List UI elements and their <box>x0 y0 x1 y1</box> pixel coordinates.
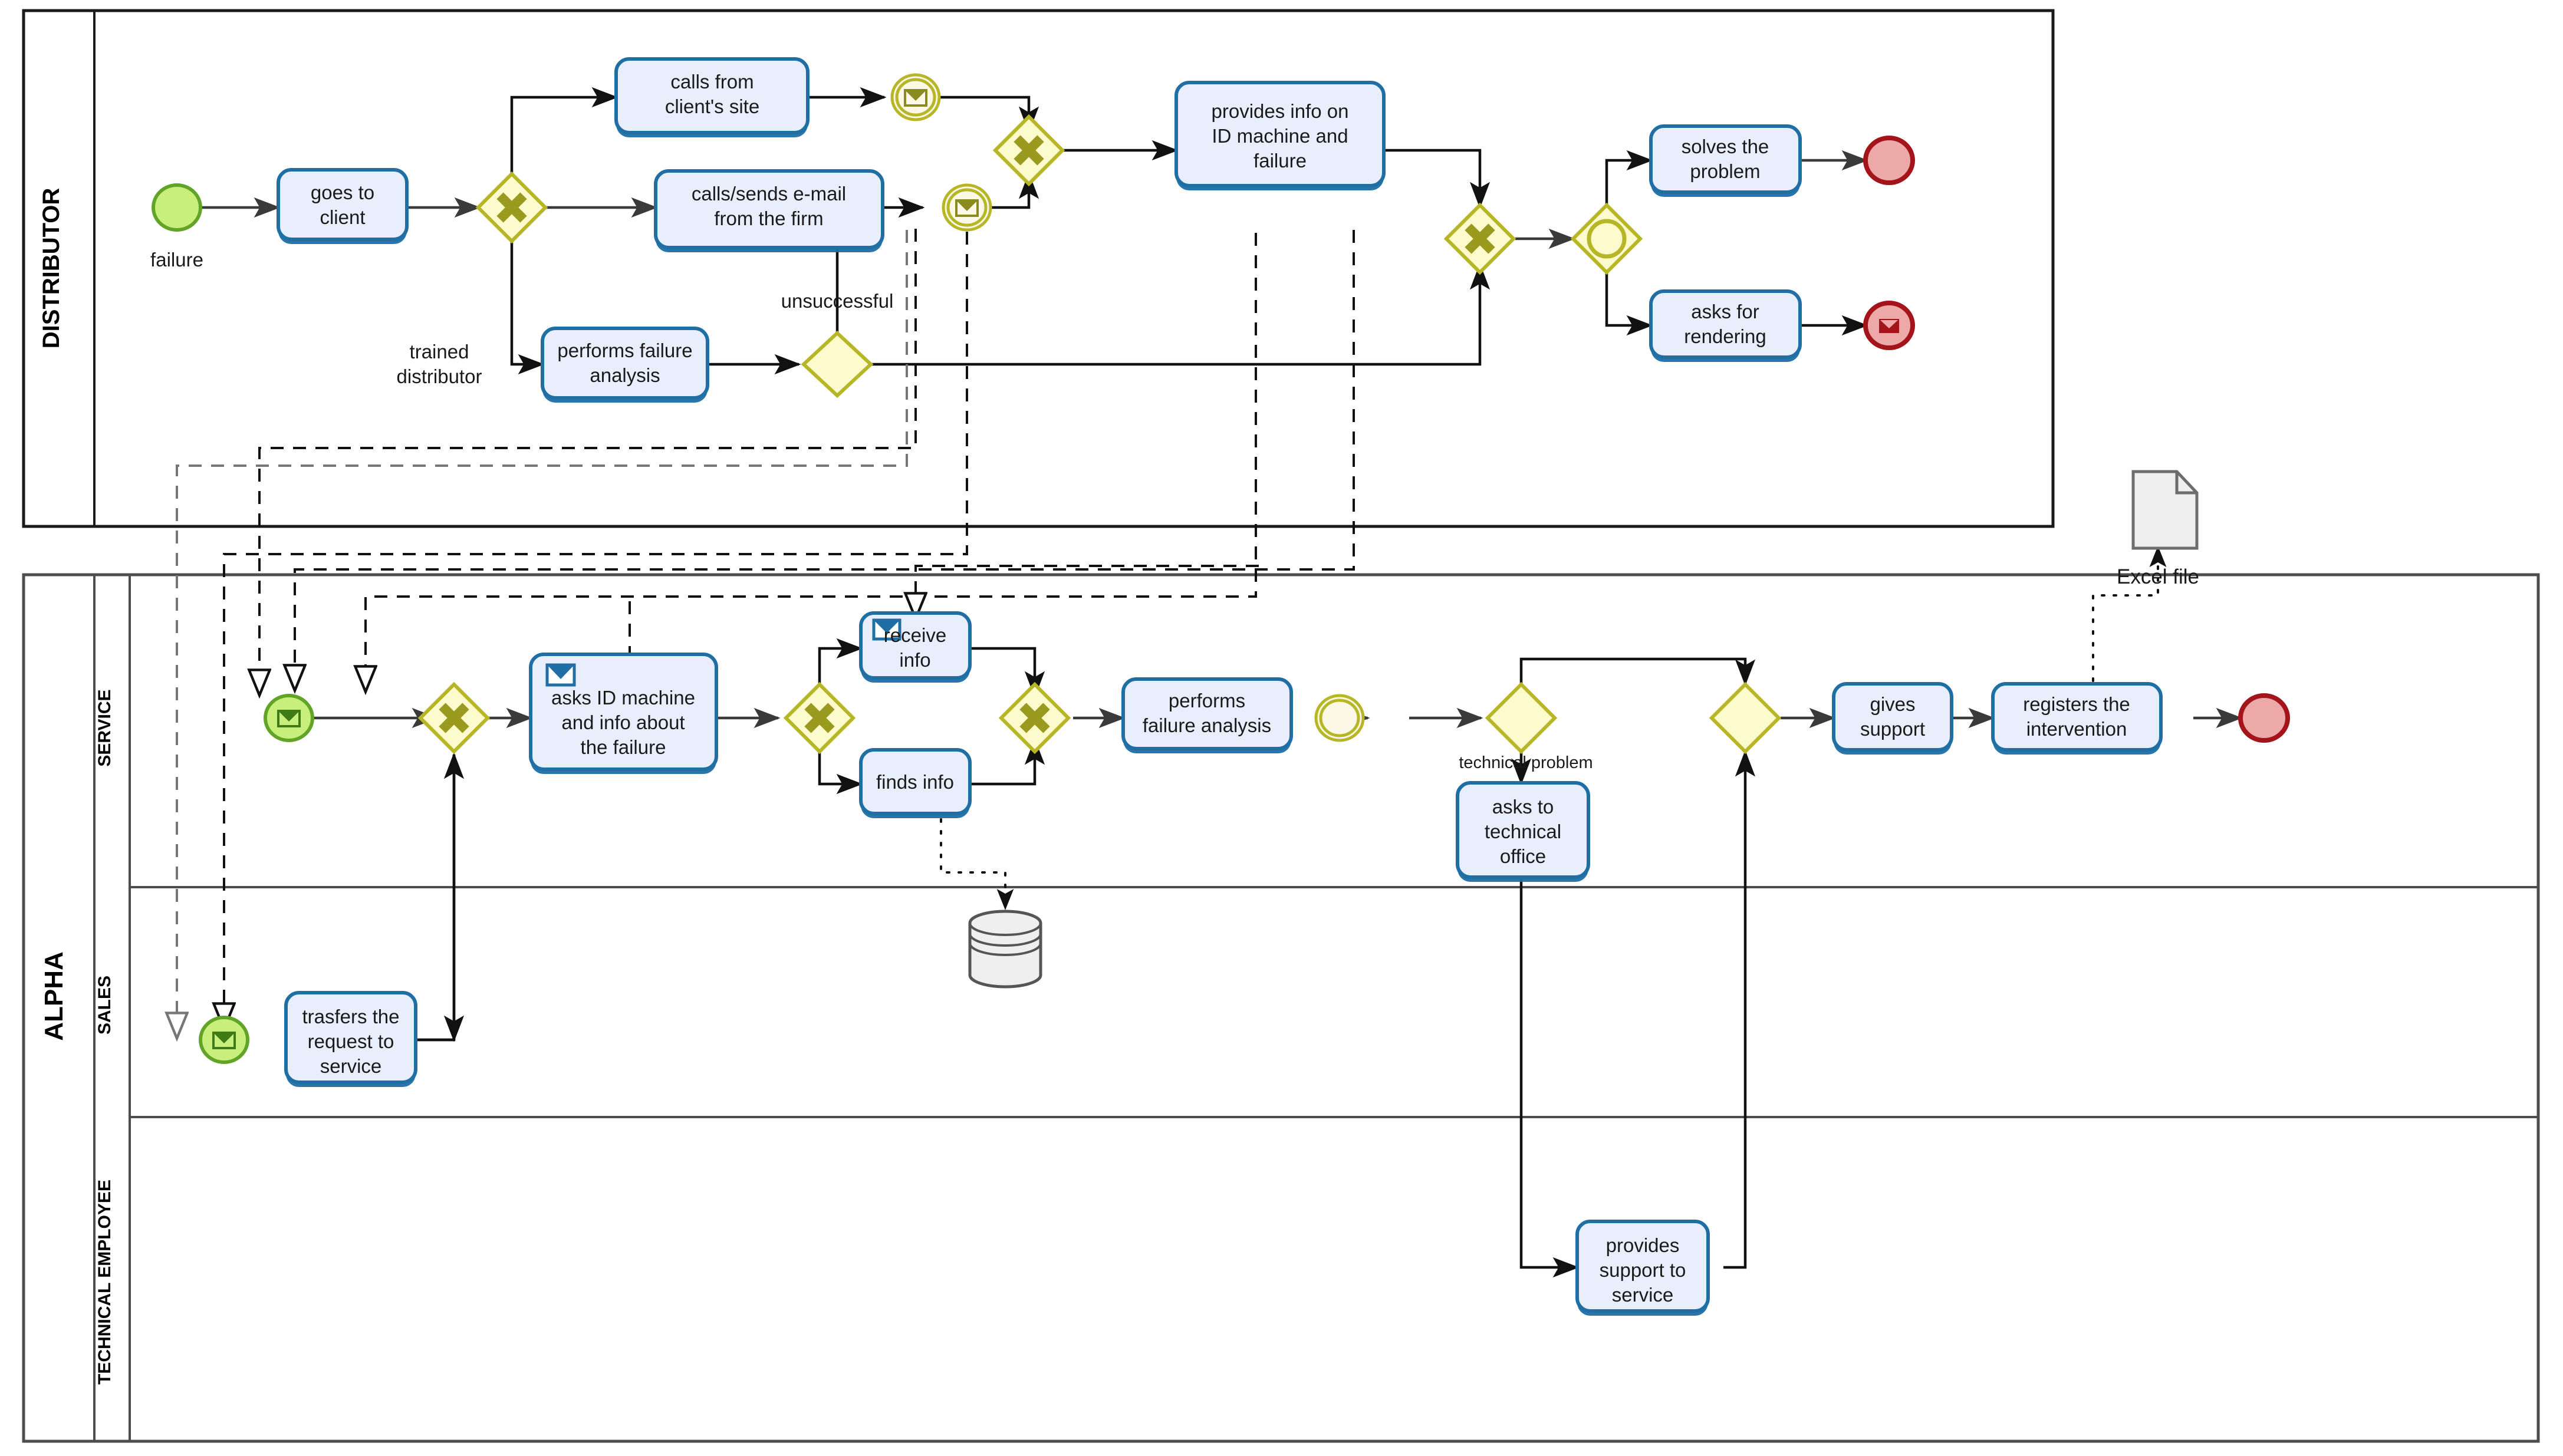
gateway-technical-problem-split[interactable] <box>1485 681 1558 755</box>
svg-text:ID machine and: ID machine and <box>1212 125 1348 147</box>
svg-text:performs failure: performs failure <box>557 340 692 361</box>
svg-text:the failure: the failure <box>581 736 666 758</box>
start-message-event-sales[interactable] <box>199 1016 249 1064</box>
task-label: goes to <box>311 182 374 203</box>
svg-text:intervention: intervention <box>2026 718 2127 740</box>
svg-text:distributor: distributor <box>397 365 482 387</box>
pool-distributor: DISTRIBUTOR <box>22 9 2055 528</box>
pool-label-distributor: DISTRIBUTOR <box>38 188 64 349</box>
envelope-icon <box>872 618 902 641</box>
edge-label-trained-distributor: trained <box>410 341 469 363</box>
end-event-service[interactable] <box>2238 693 2290 743</box>
edge-label-technical-problem: technical problem <box>1459 753 1593 772</box>
task-provides-support-to-service[interactable]: provides support to service <box>1575 1220 1710 1316</box>
svg-text:asks ID machine: asks ID machine <box>551 687 695 709</box>
svg-text:analysis: analysis <box>590 364 660 386</box>
task-finds-info[interactable]: finds info <box>859 748 972 818</box>
svg-text:failure analysis: failure analysis <box>1143 714 1271 736</box>
message-flows <box>177 229 1355 1037</box>
svg-text:info: info <box>899 649 930 671</box>
task-trasfers-the-request-to-service[interactable]: trasfers the request to service <box>284 991 417 1087</box>
gateway-split-receive-or-find-info[interactable] <box>783 681 856 755</box>
envelope-icon <box>545 663 576 687</box>
lane-label-sales: SALES <box>95 976 114 1035</box>
associations <box>940 546 2167 910</box>
task-registers-the-intervention[interactable]: registers the intervention <box>1991 682 2163 755</box>
task-asks-for-rendering[interactable]: asks for rendering <box>1649 289 1802 362</box>
svg-text:trasfers the: trasfers the <box>302 1006 399 1027</box>
start-event-failure[interactable]: failure <box>150 183 203 271</box>
svg-text:provides: provides <box>1606 1234 1680 1256</box>
task-asks-id-machine-and-info-about-the-failure[interactable]: asks ID machine and info about the failu… <box>529 653 718 774</box>
svg-text:office: office <box>1500 845 1546 867</box>
svg-text:asks for: asks for <box>1691 301 1759 322</box>
svg-text:request to: request to <box>308 1030 394 1052</box>
svg-text:service: service <box>320 1055 382 1077</box>
start-event-label: failure <box>150 249 203 271</box>
end-event-problem-solved[interactable] <box>1863 136 1915 185</box>
svg-text:calls/sends e-mail: calls/sends e-mail <box>692 183 846 205</box>
gateway-join-distributor[interactable] <box>992 114 1065 187</box>
svg-text:provides info on: provides info on <box>1212 100 1349 122</box>
task-performs-failure-analysis-distributor[interactable]: performs failure analysis <box>541 327 709 403</box>
svg-text:support to: support to <box>1600 1259 1686 1281</box>
svg-text:technical: technical <box>1485 821 1561 842</box>
svg-text:and info about: and info about <box>561 711 685 733</box>
gateway-join-receive-or-find-info[interactable] <box>998 681 1071 755</box>
lane-label-technical-employee: TECHNICAL EMPLOYEE <box>95 1180 114 1385</box>
task-goes-to-client[interactable]: goes to client <box>277 168 409 244</box>
gateway-event-based-distributor[interactable] <box>1570 202 1643 275</box>
svg-text:finds info: finds info <box>876 771 954 793</box>
svg-text:support: support <box>1860 718 1925 740</box>
svg-text:asks to: asks to <box>1492 796 1554 818</box>
start-message-event-service[interactable] <box>264 694 314 742</box>
task-calls-sends-email-from-firm[interactable]: calls/sends e-mail from the firm <box>654 169 884 252</box>
svg-text:client's site: client's site <box>665 95 759 117</box>
svg-text:from the firm: from the firm <box>714 207 823 229</box>
intermediate-message-event-clients-site[interactable] <box>890 73 941 121</box>
intermediate-message-event-from-firm[interactable] <box>942 183 992 232</box>
gateway-merge-distributor[interactable] <box>1443 202 1516 275</box>
svg-text:service: service <box>1612 1284 1674 1306</box>
svg-text:solves the: solves the <box>1682 136 1769 157</box>
task-solves-the-problem[interactable]: solves the problem <box>1649 124 1802 197</box>
svg-text:registers the: registers the <box>2023 693 2130 715</box>
gateway-technical-problem-join[interactable] <box>1709 681 1782 755</box>
svg-text:performs: performs <box>1169 690 1245 711</box>
task-calls-from-clients-site[interactable]: calls from client's site <box>614 57 810 137</box>
svg-text:client: client <box>320 206 365 228</box>
intermediate-event-service[interactable] <box>1314 694 1365 742</box>
data-store-icon[interactable] <box>968 910 1042 989</box>
task-performs-failure-analysis-service[interactable]: performs failure analysis <box>1121 677 1293 753</box>
svg-text:failure: failure <box>1253 150 1307 172</box>
gateway-split-distributor[interactable] <box>475 171 548 244</box>
task-provides-info-on-id-machine-and-failure[interactable]: provides info on ID machine and failure <box>1174 81 1386 190</box>
lane-label-service: SERVICE <box>95 689 114 766</box>
task-gives-support[interactable]: gives support <box>1832 682 1953 755</box>
svg-text:problem: problem <box>1690 160 1760 182</box>
svg-text:gives: gives <box>1870 693 1915 715</box>
pool-label-alpha: ALPHA <box>40 951 68 1041</box>
data-object-excel-file[interactable]: Excel file <box>2117 470 2199 588</box>
end-message-event-rendering[interactable] <box>1863 301 1915 350</box>
gateway-join-service-start[interactable] <box>417 681 491 755</box>
data-object-label: Excel file <box>2117 565 2199 588</box>
svg-text:calls from: calls from <box>670 71 754 93</box>
gateway-after-failure-analysis[interactable] <box>801 330 874 398</box>
task-asks-to-technical-office[interactable]: asks to technical office <box>1456 781 1590 882</box>
svg-text:receive: receive <box>884 624 946 646</box>
svg-text:rendering: rendering <box>1684 325 1766 347</box>
task-receive-info[interactable]: receive info <box>859 611 972 683</box>
edge-label-unsuccessful: unsuccessful <box>781 290 894 312</box>
